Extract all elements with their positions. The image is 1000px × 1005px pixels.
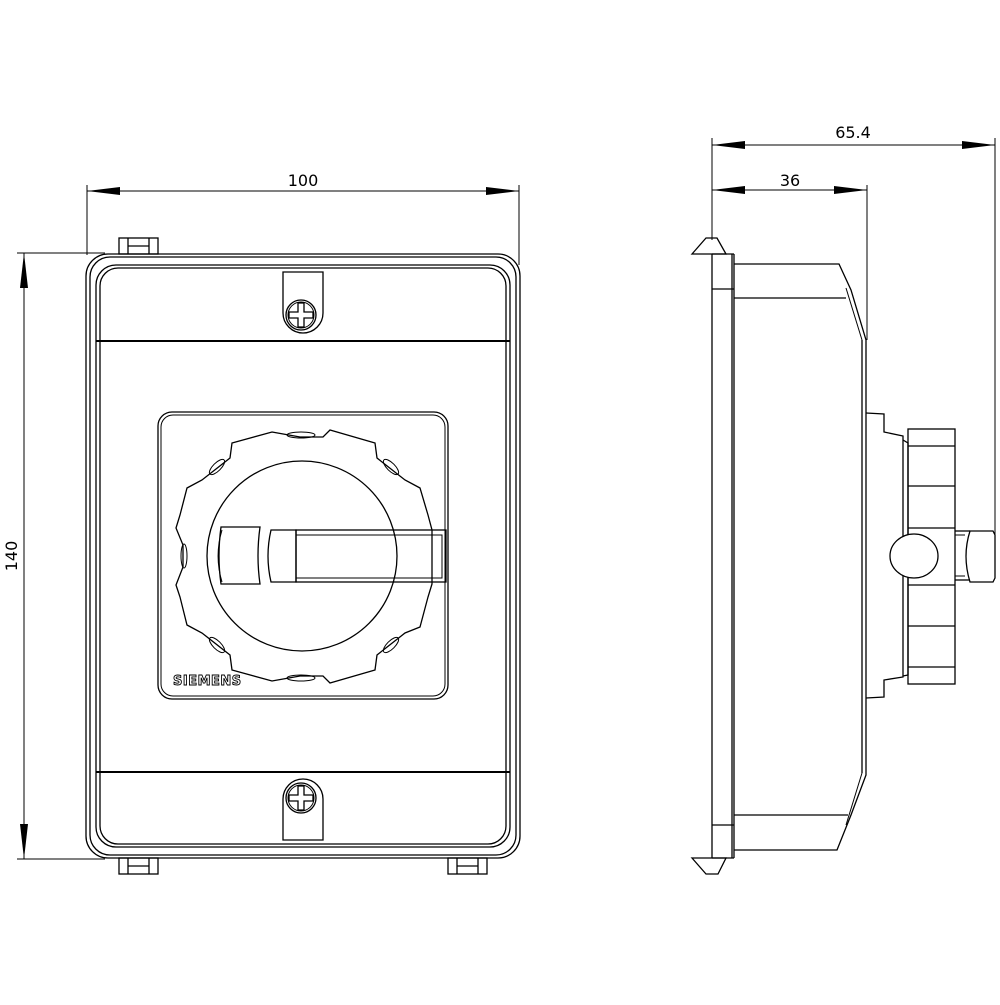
mounting-tab-bottom-right bbox=[447, 857, 488, 875]
front-view: 100 140 bbox=[2, 171, 521, 875]
mounting-tab-top bbox=[118, 237, 159, 255]
overall-depth-dimension: 65.4 bbox=[711, 123, 996, 540]
handle-side-profile bbox=[955, 530, 996, 583]
body-depth-dimension: 36 bbox=[712, 171, 868, 340]
side-view: 65.4 36 bbox=[690, 123, 996, 875]
escutcheon-plate bbox=[157, 411, 449, 700]
top-screw bbox=[282, 271, 324, 334]
width-dim-label: 100 bbox=[288, 171, 319, 190]
body-depth-label: 36 bbox=[780, 171, 800, 190]
knob-side-profile bbox=[865, 412, 956, 699]
handle-lever bbox=[218, 526, 447, 585]
enclosure-body bbox=[85, 253, 521, 859]
height-dimension: 140 bbox=[2, 252, 105, 860]
housing-body bbox=[734, 263, 867, 851]
brand-label: SIEMENS bbox=[173, 674, 242, 689]
mounting-tab-bottom-left bbox=[118, 857, 159, 875]
overall-depth-label: 65.4 bbox=[835, 123, 871, 142]
rotary-knob bbox=[175, 429, 433, 684]
bottom-screw bbox=[282, 778, 324, 841]
base-flange bbox=[690, 237, 735, 875]
width-dimension: 100 bbox=[86, 171, 520, 265]
height-dim-label: 140 bbox=[2, 541, 21, 572]
